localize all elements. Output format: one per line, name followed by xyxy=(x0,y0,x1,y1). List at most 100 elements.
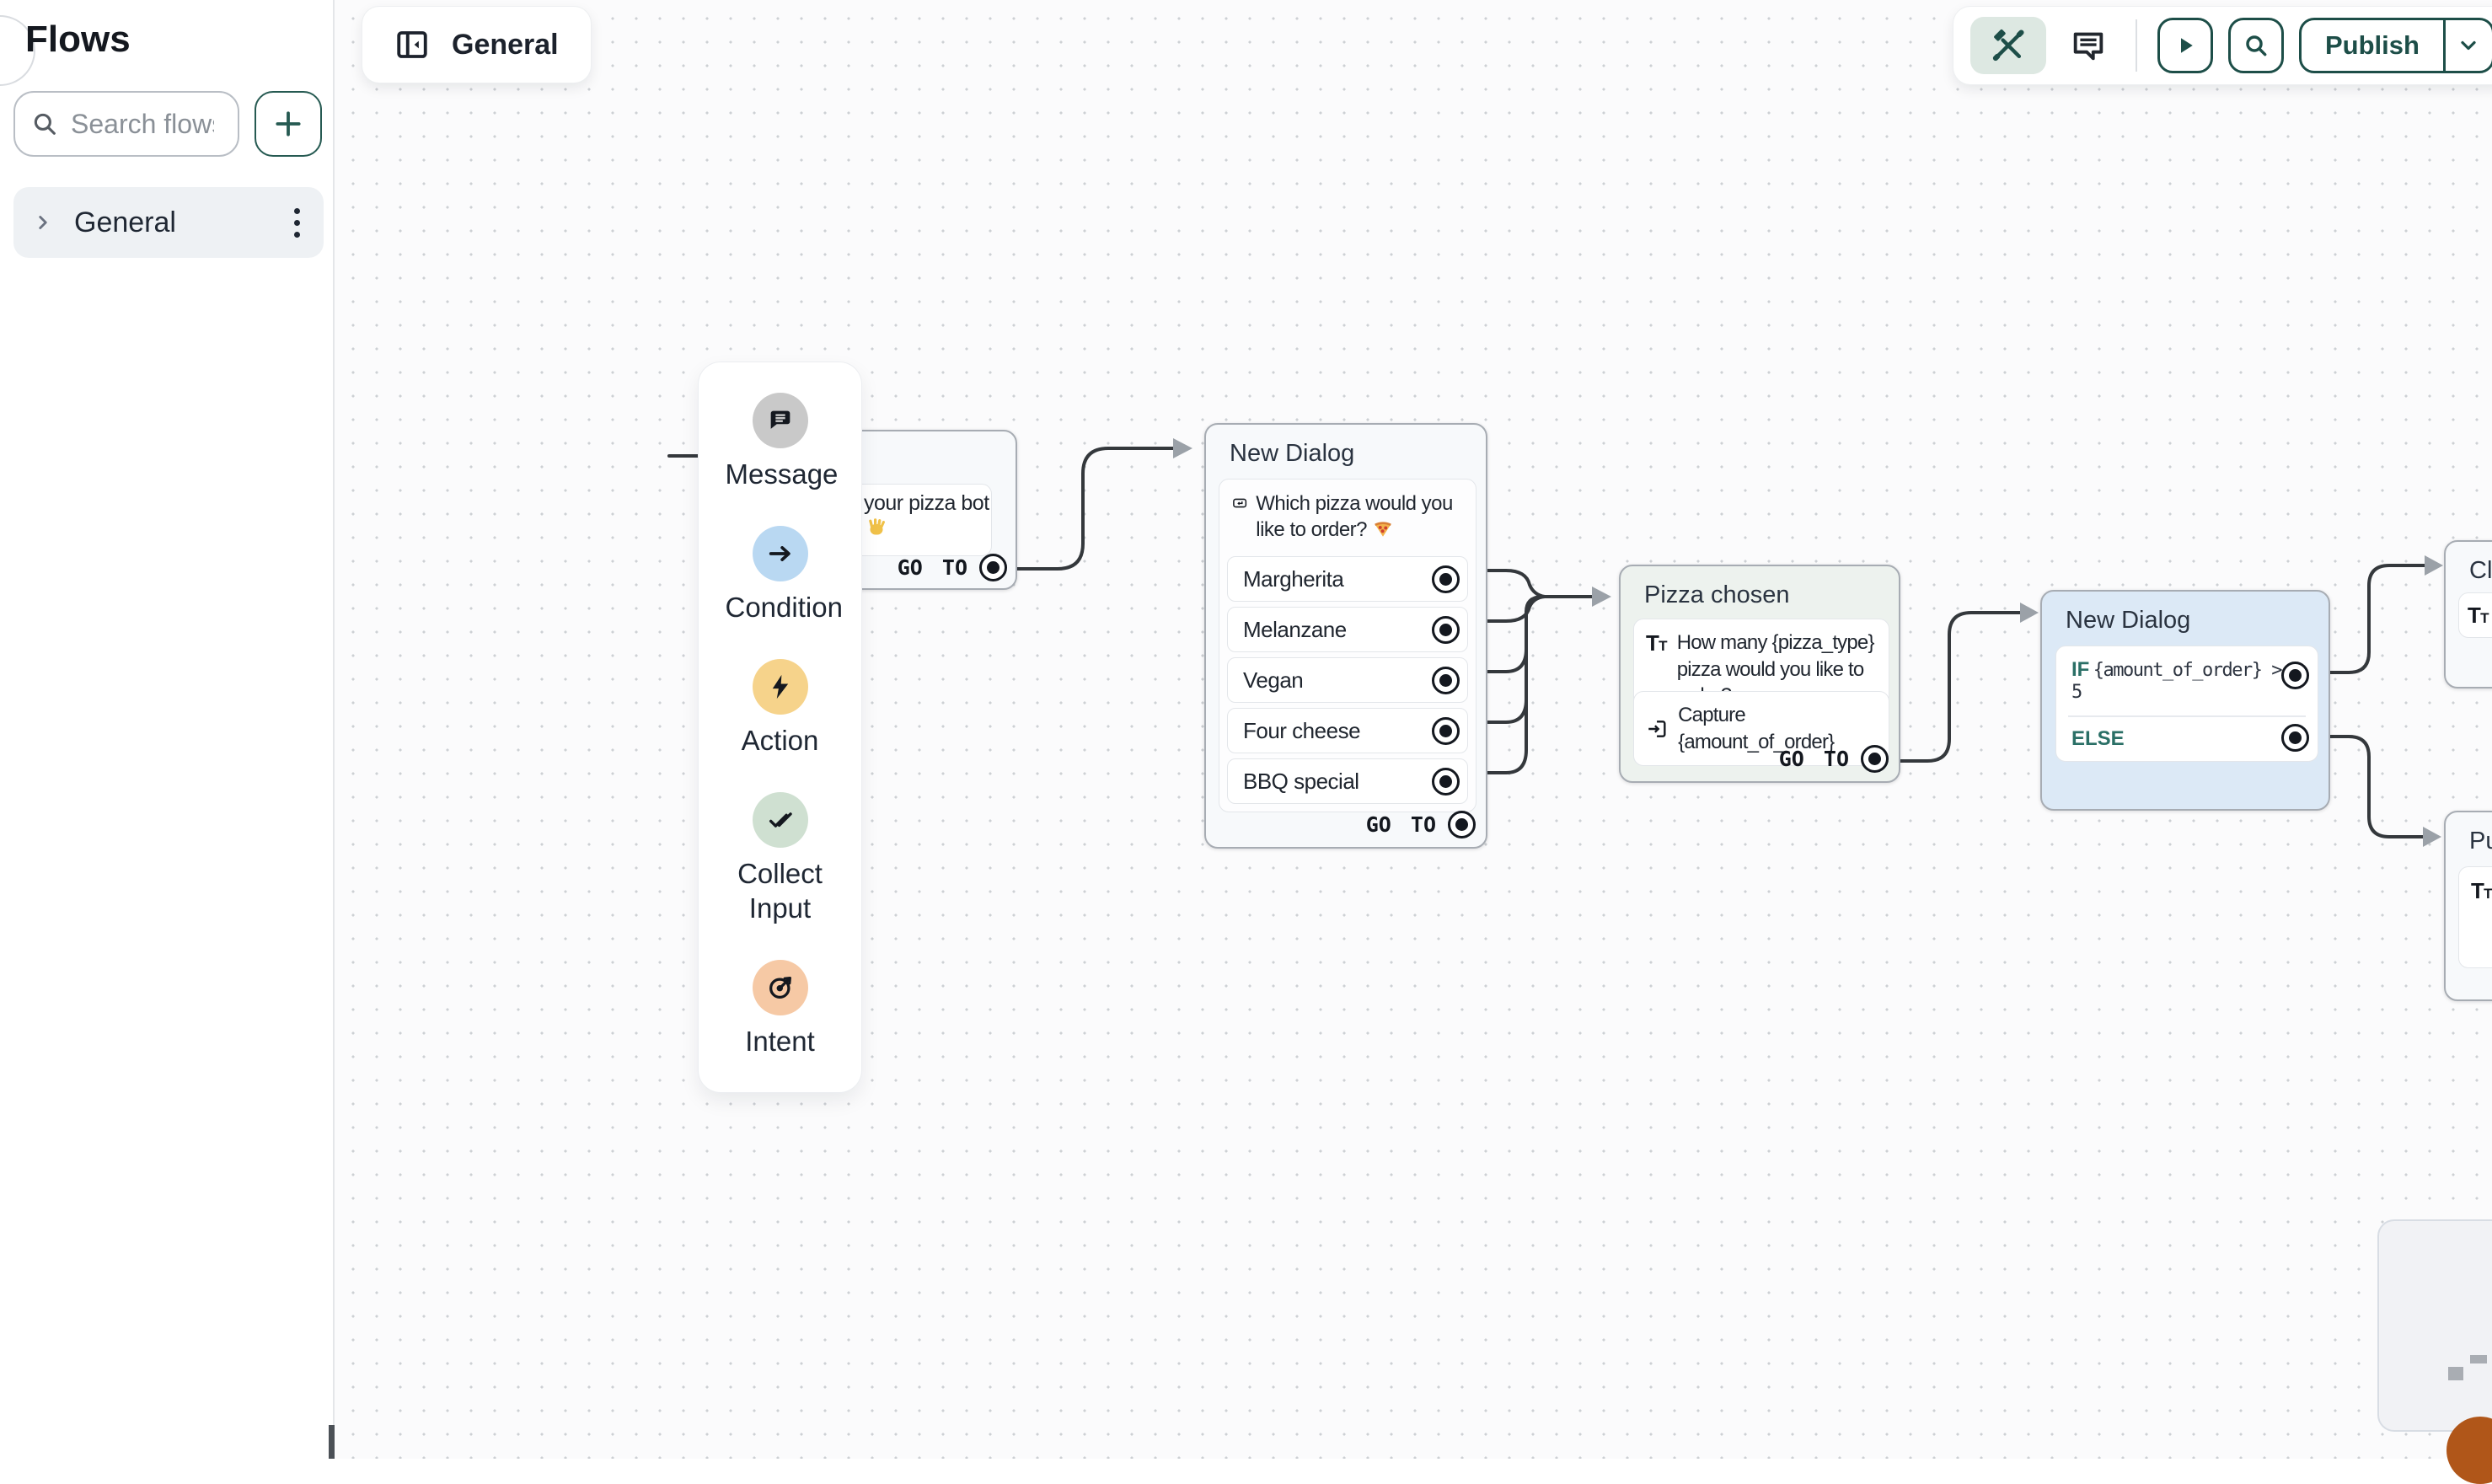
speak-card[interactable]: TT Here is your final order {amount_of_o… xyxy=(2458,866,2492,968)
edge-welcome-to-dialog xyxy=(1017,448,1173,569)
add-flow-button[interactable] xyxy=(255,91,322,157)
palette-item-message[interactable]: Message xyxy=(699,393,861,491)
else-port[interactable] xyxy=(2281,724,2309,752)
top-toolbar: Publish xyxy=(1953,7,2492,84)
condition-divider xyxy=(2068,715,2306,717)
option-row-vegan[interactable]: Vegan xyxy=(1227,657,1468,703)
minimap-node xyxy=(2470,1355,2487,1363)
minimap-node xyxy=(2448,1367,2463,1380)
toolbar-divider xyxy=(2136,19,2137,72)
node-title: New Dialog xyxy=(1230,440,1354,468)
tab-label: General xyxy=(452,29,559,62)
edge-option-5 xyxy=(1487,612,1526,773)
publish-button[interactable]: Publish xyxy=(2302,20,2443,71)
flows-sidebar: Flows General xyxy=(0,0,335,1459)
choice-group[interactable]: Which pizza would you like to order? Mar… xyxy=(1219,479,1476,812)
node-title: Claim free pizza xyxy=(2469,557,2492,585)
welcome-message-text: your pizza bot xyxy=(864,491,989,516)
option-port[interactable] xyxy=(1432,717,1460,745)
node-condition-dialog[interactable]: New Dialog IF {amount_of_order} > 5 ELSE xyxy=(2040,590,2330,811)
option-label: Margherita xyxy=(1243,566,1343,592)
option-row-four-cheese[interactable]: Four cheese xyxy=(1227,708,1468,753)
node-pizza-chosen[interactable]: Pizza chosen TT How many {pizza_type} pi… xyxy=(1619,565,1900,783)
search-icon xyxy=(30,110,59,138)
comments-button[interactable] xyxy=(2061,19,2115,72)
if-row[interactable]: IF {amount_of_order} > 5 xyxy=(2071,658,2267,703)
text-step-icon: TT xyxy=(2471,877,2492,957)
node-purchase-flow[interactable]: Purchase flow TT Here is your final orde… xyxy=(2444,811,2492,1001)
arrowhead xyxy=(2423,827,2441,847)
if-port[interactable] xyxy=(2281,662,2309,689)
node-title: Pizza chosen xyxy=(1644,581,1790,609)
goto-port[interactable] xyxy=(1861,745,1889,773)
goto-label: GO TO xyxy=(898,555,967,580)
wave-emoji-icon xyxy=(864,516,889,541)
node-claim-free-pizza[interactable]: Claim free pizza TT You got one free piz… xyxy=(2444,540,2492,688)
build-tools-button[interactable] xyxy=(1970,17,2046,74)
option-row-melanzane[interactable]: Melanzane xyxy=(1227,607,1468,652)
goto-label: GO TO xyxy=(1779,747,1849,771)
sidebar-item-general[interactable]: General xyxy=(13,187,324,258)
node-title: Purchase flow xyxy=(2469,828,2492,855)
active-flow-tab[interactable]: General xyxy=(362,7,591,83)
publish-dropdown-button[interactable] xyxy=(2443,20,2492,71)
minimap[interactable] xyxy=(2377,1219,2492,1432)
choice-question-text: Which pizza would you like to order? xyxy=(1256,492,1453,541)
play-icon xyxy=(2173,33,2198,58)
goto-label: GO TO xyxy=(1366,812,1436,837)
chevron-down-icon xyxy=(2457,34,2480,57)
tools-icon xyxy=(1990,27,2027,64)
if-keyword: IF xyxy=(2071,658,2089,681)
search-icon xyxy=(2243,32,2270,59)
option-row-margherita[interactable]: Margherita xyxy=(1227,556,1468,602)
goto-port[interactable] xyxy=(979,554,1007,581)
goto-port[interactable] xyxy=(1448,811,1476,838)
capture-icon xyxy=(1646,716,1668,742)
arrowhead xyxy=(1173,438,1192,458)
option-port[interactable] xyxy=(1432,565,1460,593)
condition-icon xyxy=(753,526,808,581)
flow-canvas[interactable]: your pizza bot GO TO New Dialog xyxy=(335,0,2492,1459)
option-row-bbq-special[interactable]: BBQ special xyxy=(1227,758,1468,804)
condition-card[interactable]: IF {amount_of_order} > 5 ELSE xyxy=(2055,646,2318,762)
more-options-button[interactable] xyxy=(289,203,305,243)
option-port[interactable] xyxy=(1432,768,1460,796)
option-port[interactable] xyxy=(1432,667,1460,694)
comment-icon xyxy=(2069,26,2108,65)
option-label: BBQ special xyxy=(1243,769,1359,795)
publish-label: Publish xyxy=(2325,30,2420,61)
search-input[interactable] xyxy=(71,109,214,140)
palette-item-action[interactable]: Action xyxy=(699,659,861,758)
action-icon xyxy=(753,659,808,715)
edge-else-to-purchase xyxy=(2330,737,2423,837)
run-button[interactable] xyxy=(2157,18,2213,73)
pizza-emoji-icon xyxy=(1372,517,1394,539)
option-label: Melanzane xyxy=(1243,617,1347,643)
plus-icon xyxy=(272,108,304,140)
publish-split-button: Publish xyxy=(2299,18,2492,73)
palette-item-intent[interactable]: Intent xyxy=(699,960,861,1058)
chevron-right-icon[interactable] xyxy=(32,212,54,233)
else-keyword: ELSE xyxy=(2071,727,2125,751)
flow-search xyxy=(13,91,239,157)
if-expression: {amount_of_order} > xyxy=(2093,660,2281,681)
panel-icon xyxy=(394,27,430,62)
choice-icon xyxy=(1232,490,1247,516)
speak-card[interactable]: TT You got one free pizza! xyxy=(2458,592,2492,638)
arrowhead xyxy=(1592,587,1611,607)
node-title: New Dialog xyxy=(2066,607,2190,635)
edge-option-2 xyxy=(1487,597,1545,621)
node-pizza-dialog[interactable]: New Dialog Which pizza would you like to… xyxy=(1204,423,1487,849)
option-port[interactable] xyxy=(1432,616,1460,644)
collect-input-icon xyxy=(753,792,808,848)
arrowhead xyxy=(2020,603,2039,623)
search-button[interactable] xyxy=(2228,18,2284,73)
palette-item-collect-input[interactable]: Collect Input xyxy=(699,792,861,926)
step-palette: Message Condition Action Collect Input xyxy=(699,362,861,1092)
flow-item-label: General xyxy=(74,206,269,239)
option-label: Four cheese xyxy=(1243,718,1360,744)
arrowhead xyxy=(2425,555,2443,576)
scrollbar-thumb[interactable] xyxy=(329,1425,335,1459)
palette-item-condition[interactable]: Condition xyxy=(699,526,861,624)
if-value: 5 xyxy=(2071,682,2082,703)
